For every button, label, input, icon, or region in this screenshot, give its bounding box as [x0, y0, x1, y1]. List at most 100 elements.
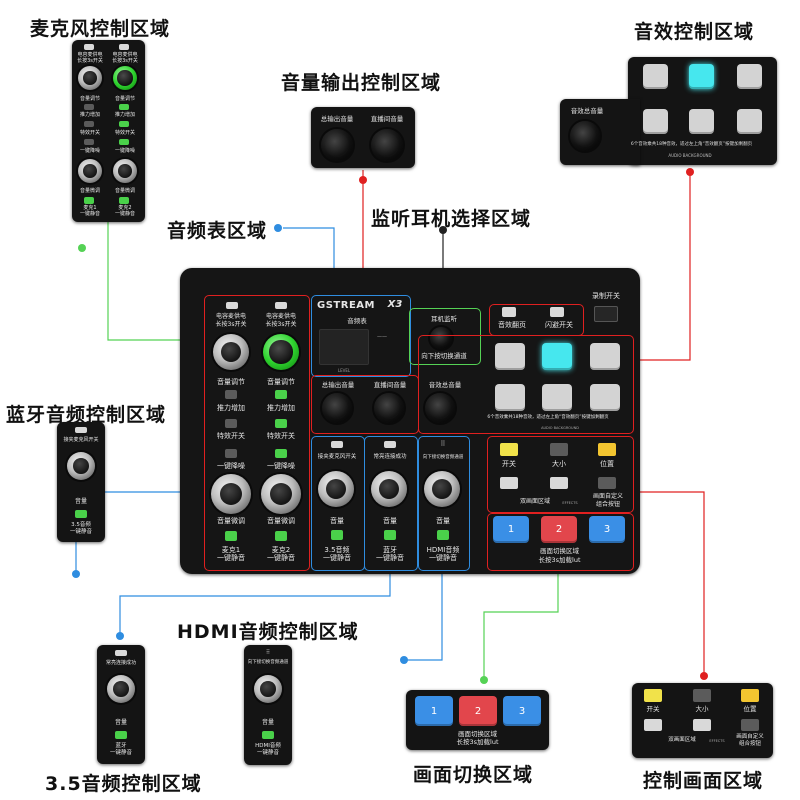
- scp-custom-button[interactable]: [741, 719, 759, 731]
- dev-mic2-power-button[interactable]: [275, 302, 287, 309]
- fxp-volume-knob[interactable]: [570, 121, 600, 151]
- dev-jack-mute-button[interactable]: [331, 530, 343, 540]
- dev-fx-pad-3[interactable]: [590, 343, 620, 370]
- dev-mic1-power-button[interactable]: [226, 302, 238, 309]
- sp-scene-3-button[interactable]: 3: [503, 696, 541, 726]
- dev-mic2-volume-knob[interactable]: [263, 334, 299, 370]
- mic1-nr-button[interactable]: [84, 139, 94, 145]
- mic2-boost-button[interactable]: [119, 104, 129, 110]
- mic2-mute-button[interactable]: [119, 197, 129, 204]
- dev-bt-mute-label: 蓝牙 一键静音: [376, 546, 404, 562]
- mic2-nr-button[interactable]: [119, 139, 129, 145]
- dev-mic1-fine-knob[interactable]: [211, 474, 251, 514]
- dev-scene-2-button[interactable]: 2: [541, 516, 577, 543]
- dev-bt-knob[interactable]: [371, 471, 407, 507]
- dev-total-knob[interactable]: [322, 393, 352, 423]
- monitor-dot: [439, 226, 447, 234]
- dev-screen-custom-button[interactable]: [598, 477, 616, 489]
- vo-total-label: 总输出音量: [320, 115, 354, 123]
- sp-scene-2-button[interactable]: 2: [459, 696, 497, 726]
- scp-onoff-button[interactable]: [644, 689, 662, 702]
- bt-dot: [72, 570, 80, 578]
- sp-scene-1-button[interactable]: 1: [415, 696, 453, 726]
- dev-fx-dodge-button[interactable]: [550, 307, 564, 317]
- btp-volume-knob[interactable]: [67, 452, 95, 480]
- dev-live-knob[interactable]: [374, 393, 404, 423]
- dev-mic2-fx-button[interactable]: [275, 419, 287, 428]
- dev-bt-zone: [364, 436, 418, 571]
- dev-mic1-boost-button[interactable]: [225, 390, 237, 399]
- btp-top-button[interactable]: [75, 427, 87, 433]
- dev-hdmi-mute-button[interactable]: [437, 530, 449, 540]
- dev-fx-pad-6[interactable]: [590, 384, 620, 411]
- dev-hdmi-volume-label: 音量: [436, 517, 450, 525]
- dev-mic1-mute-button[interactable]: [225, 531, 237, 541]
- fxp-volume-label: 音效总音量: [570, 107, 604, 115]
- dev-hdmi-top-label: 向下接切换音频通道: [422, 455, 464, 460]
- mic1-mute-button[interactable]: [84, 197, 94, 204]
- mic1-nr-label: 一键降噪: [79, 148, 100, 154]
- dev-jack-top-button[interactable]: [331, 441, 343, 448]
- hdmi-dot: [400, 656, 408, 664]
- fx-panel-pad-1[interactable]: [643, 64, 668, 89]
- jack-connector: [119, 570, 391, 637]
- vo-total-knob[interactable]: [321, 129, 353, 161]
- mic2-power-button[interactable]: [119, 44, 129, 50]
- fx-panel-pad-3[interactable]: [737, 64, 762, 89]
- dev-mic2-mute-button[interactable]: [275, 531, 287, 541]
- dev-record-button[interactable]: [594, 306, 618, 322]
- dev-hdmi-knob[interactable]: [424, 471, 460, 507]
- mic1-fx-button[interactable]: [84, 121, 94, 127]
- dev-bt-mute-button[interactable]: [384, 530, 396, 540]
- dev-fx-volume-knob[interactable]: [425, 393, 455, 423]
- scp-size-button[interactable]: [693, 689, 711, 702]
- dev-fx-pad-1[interactable]: [495, 343, 525, 370]
- jp-mute-button[interactable]: [115, 731, 127, 739]
- dev-fx-pad-5[interactable]: [542, 384, 572, 411]
- mic1-power-label: 电容麦供电 长按3s开关: [77, 52, 103, 64]
- dev-bt-top-button[interactable]: [384, 441, 396, 448]
- dev-screen-dual-b-button[interactable]: [550, 477, 568, 489]
- hp-volume-knob[interactable]: [254, 675, 282, 703]
- dev-mic2-fine-knob[interactable]: [261, 474, 301, 514]
- scp-custom-label: 画面自定义 组合按钮: [736, 734, 764, 747]
- mic1-power-button[interactable]: [84, 44, 94, 50]
- mic1-fine-knob[interactable]: [78, 159, 102, 183]
- fx-panel-pad-4[interactable]: [643, 109, 668, 134]
- dev-scene-label: 画面切换区域: [540, 547, 579, 555]
- dev-screen-dual-a-button[interactable]: [500, 477, 518, 489]
- dev-mic1-fx-button[interactable]: [225, 419, 237, 428]
- dev-mic1-fx-label: 特效开关: [217, 432, 245, 440]
- dev-mic2-nr-button[interactable]: [275, 449, 287, 458]
- dev-screen-size-button[interactable]: [550, 443, 568, 456]
- dev-mic2-boost-button[interactable]: [275, 390, 287, 399]
- mic2-volume-knob[interactable]: [113, 66, 137, 90]
- hp-mute-button[interactable]: [262, 731, 274, 739]
- mic2-fx-button[interactable]: [119, 121, 129, 127]
- btp-mute-button[interactable]: [75, 510, 87, 518]
- dev-jack-knob[interactable]: [318, 471, 354, 507]
- scp-dual-a-button[interactable]: [644, 719, 662, 731]
- dev-fx-flip-button[interactable]: [502, 307, 516, 317]
- dev-monitor-knob[interactable]: [430, 327, 452, 349]
- fx-panel-pad-6[interactable]: [737, 109, 762, 134]
- dev-fx-pad-2[interactable]: [542, 343, 572, 370]
- scp-position-button[interactable]: [741, 689, 759, 702]
- scp-dual-b-button[interactable]: [693, 719, 711, 731]
- fx-panel-pad-5[interactable]: [689, 109, 714, 134]
- vo-live-knob[interactable]: [371, 129, 403, 161]
- mic2-fine-knob[interactable]: [113, 159, 137, 183]
- jp-top-button[interactable]: [115, 650, 127, 656]
- dev-mic1-volume-knob[interactable]: [213, 334, 249, 370]
- mic1-volume-knob[interactable]: [78, 66, 102, 90]
- mic1-boost-button[interactable]: [84, 104, 94, 110]
- fx-panel-pad-2[interactable]: [689, 64, 714, 89]
- dev-screen-position-button[interactable]: [598, 443, 616, 456]
- dev-fx-pad-4[interactable]: [495, 384, 525, 411]
- dev-mic1-nr-button[interactable]: [225, 449, 237, 458]
- scp-size-label: 大小: [695, 705, 709, 713]
- jp-volume-knob[interactable]: [107, 675, 135, 703]
- dev-screen-onoff-button[interactable]: [500, 443, 518, 456]
- dev-scene-3-button[interactable]: 3: [589, 516, 625, 543]
- dev-scene-1-button[interactable]: 1: [493, 516, 529, 543]
